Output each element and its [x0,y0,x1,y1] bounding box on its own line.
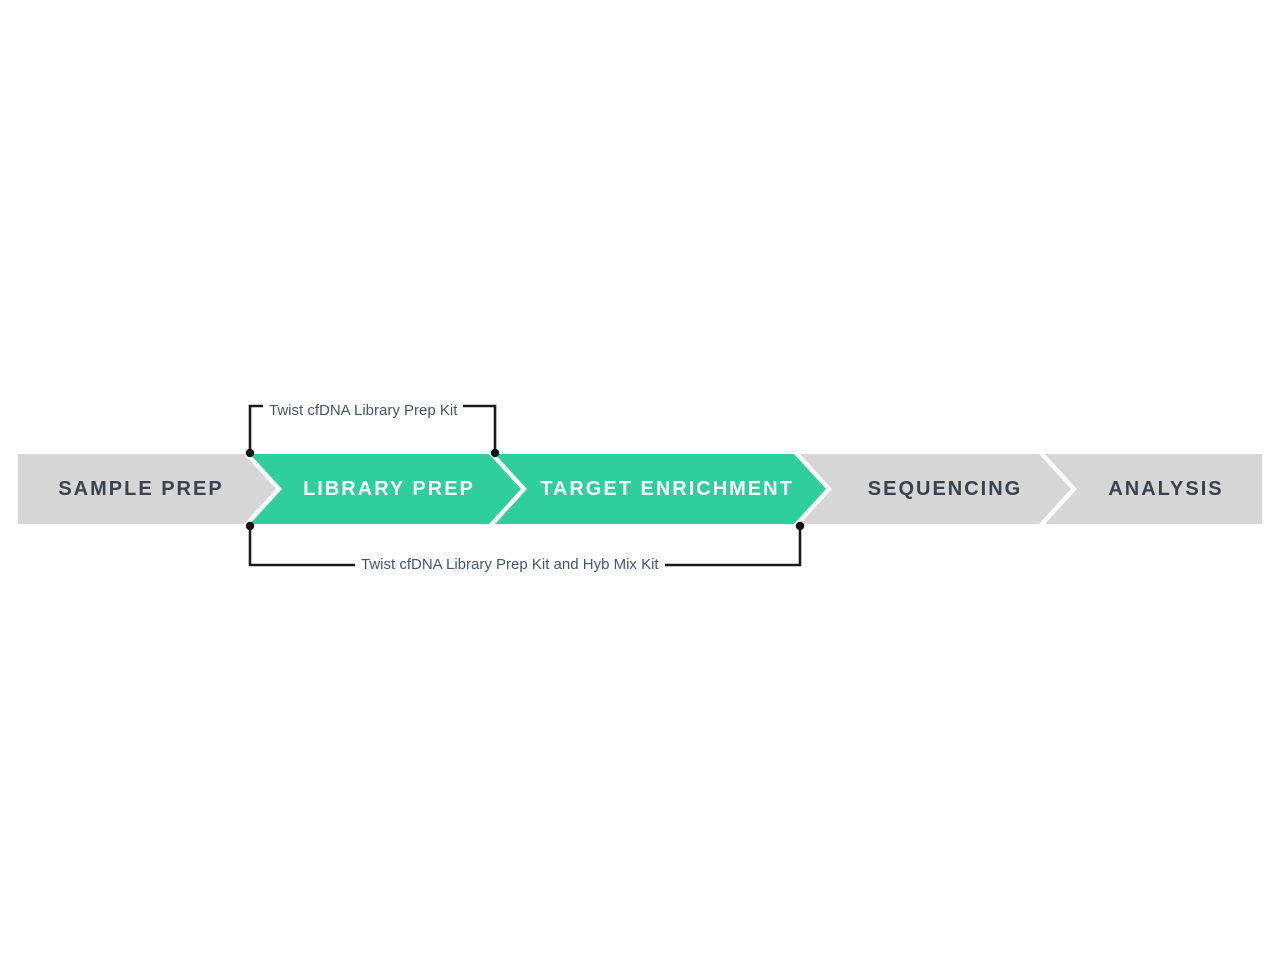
step-sequencing[interactable]: SEQUENCING [822,454,1068,524]
step-analysis[interactable]: ANALYSIS [1070,454,1262,524]
step-label-sequencing: SEQUENCING [867,477,1023,500]
step-library-prep[interactable]: LIBRARY PREP [266,454,512,524]
segment-shape-library-prep [250,454,521,524]
process-bar [18,454,1262,524]
step-target-enrichment[interactable]: TARGET ENRICHMENT [514,454,820,524]
segment-shape-analysis [1045,454,1262,524]
segment-shape-sample-prep [18,454,276,524]
step-label-target-enrichment: TARGET ENRICHMENT [540,477,794,500]
annotation-label-library-prep-kit: Twist cfDNA Library Prep Kit [263,402,464,419]
process-bar-labels: SAMPLE PREP LIBRARY PREP TARGET ENRICHME… [18,454,1262,524]
annotation-label-library-prep-and-hyb-mix-kit: Twist cfDNA Library Prep Kit and Hyb Mix… [355,556,665,573]
step-sample-prep[interactable]: SAMPLE PREP [18,454,264,524]
step-label-library-prep: LIBRARY PREP [303,477,475,500]
segment-shape-sequencing [800,454,1071,524]
step-label-analysis: ANALYSIS [1108,477,1224,500]
step-label-sample-prep: SAMPLE PREP [58,477,224,500]
segment-shape-target-enrichment [495,454,826,524]
